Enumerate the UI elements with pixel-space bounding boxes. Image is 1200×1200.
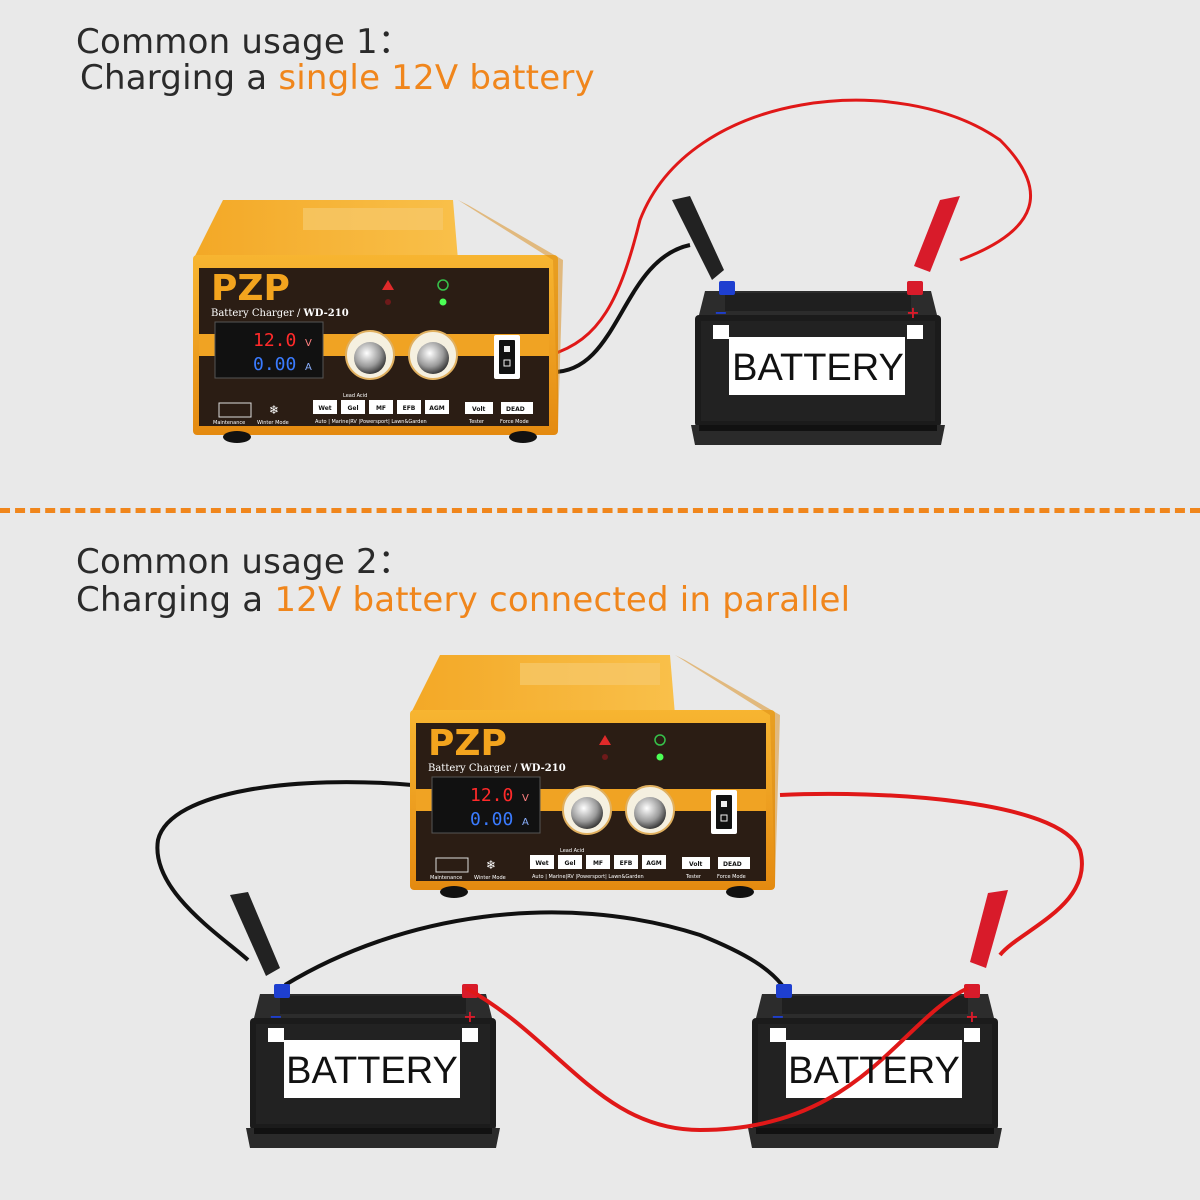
usage1-title: Common usage 1： — [76, 22, 412, 62]
battery-right-plus-sign: + — [965, 1007, 978, 1026]
usage2-title: Common usage 2： — [76, 542, 412, 582]
black-clamp[interactable] — [672, 196, 724, 280]
battery-minus-sign: − — [714, 303, 727, 322]
section-divider — [0, 508, 1200, 513]
usage2-subtitle-highlight: 12V battery connected in parallel — [274, 580, 851, 620]
red-clamp-2[interactable] — [970, 890, 1008, 968]
red-clamp[interactable] — [914, 196, 960, 272]
usage2-subtitle: Charging a 12V battery connected in para… — [76, 580, 850, 620]
battery-left-minus-sign: − — [269, 1007, 282, 1026]
battery-left-label: BATTERY — [286, 1050, 458, 1092]
usage1-subtitle-highlight: single 12V battery — [278, 58, 595, 98]
usage2-diagram — [155, 654, 1084, 1148]
red-cable — [549, 98, 1033, 357]
battery-left-plus-sign: + — [463, 1007, 476, 1026]
battery-charger-2 — [409, 654, 781, 899]
usage1-subtitle-prefix: Charging a — [80, 58, 279, 98]
battery-right-minus-sign: − — [771, 1007, 784, 1026]
usage1-subtitle: Charging a single 12V battery — [80, 58, 595, 98]
black-cable — [549, 243, 691, 375]
red-cable-right — [779, 791, 1084, 957]
black-link-cable — [283, 910, 784, 987]
battery-label: BATTERY — [732, 347, 904, 389]
red-link-cable — [465, 986, 969, 1133]
black-cable-left — [155, 780, 413, 962]
battery-right-label: BATTERY — [788, 1050, 960, 1092]
usage1-diagram — [192, 98, 1033, 445]
battery-plus-sign: + — [906, 303, 919, 322]
battery-charger — [192, 199, 564, 444]
black-clamp-2[interactable] — [230, 892, 280, 976]
usage2-subtitle-prefix: Charging a — [76, 580, 275, 620]
